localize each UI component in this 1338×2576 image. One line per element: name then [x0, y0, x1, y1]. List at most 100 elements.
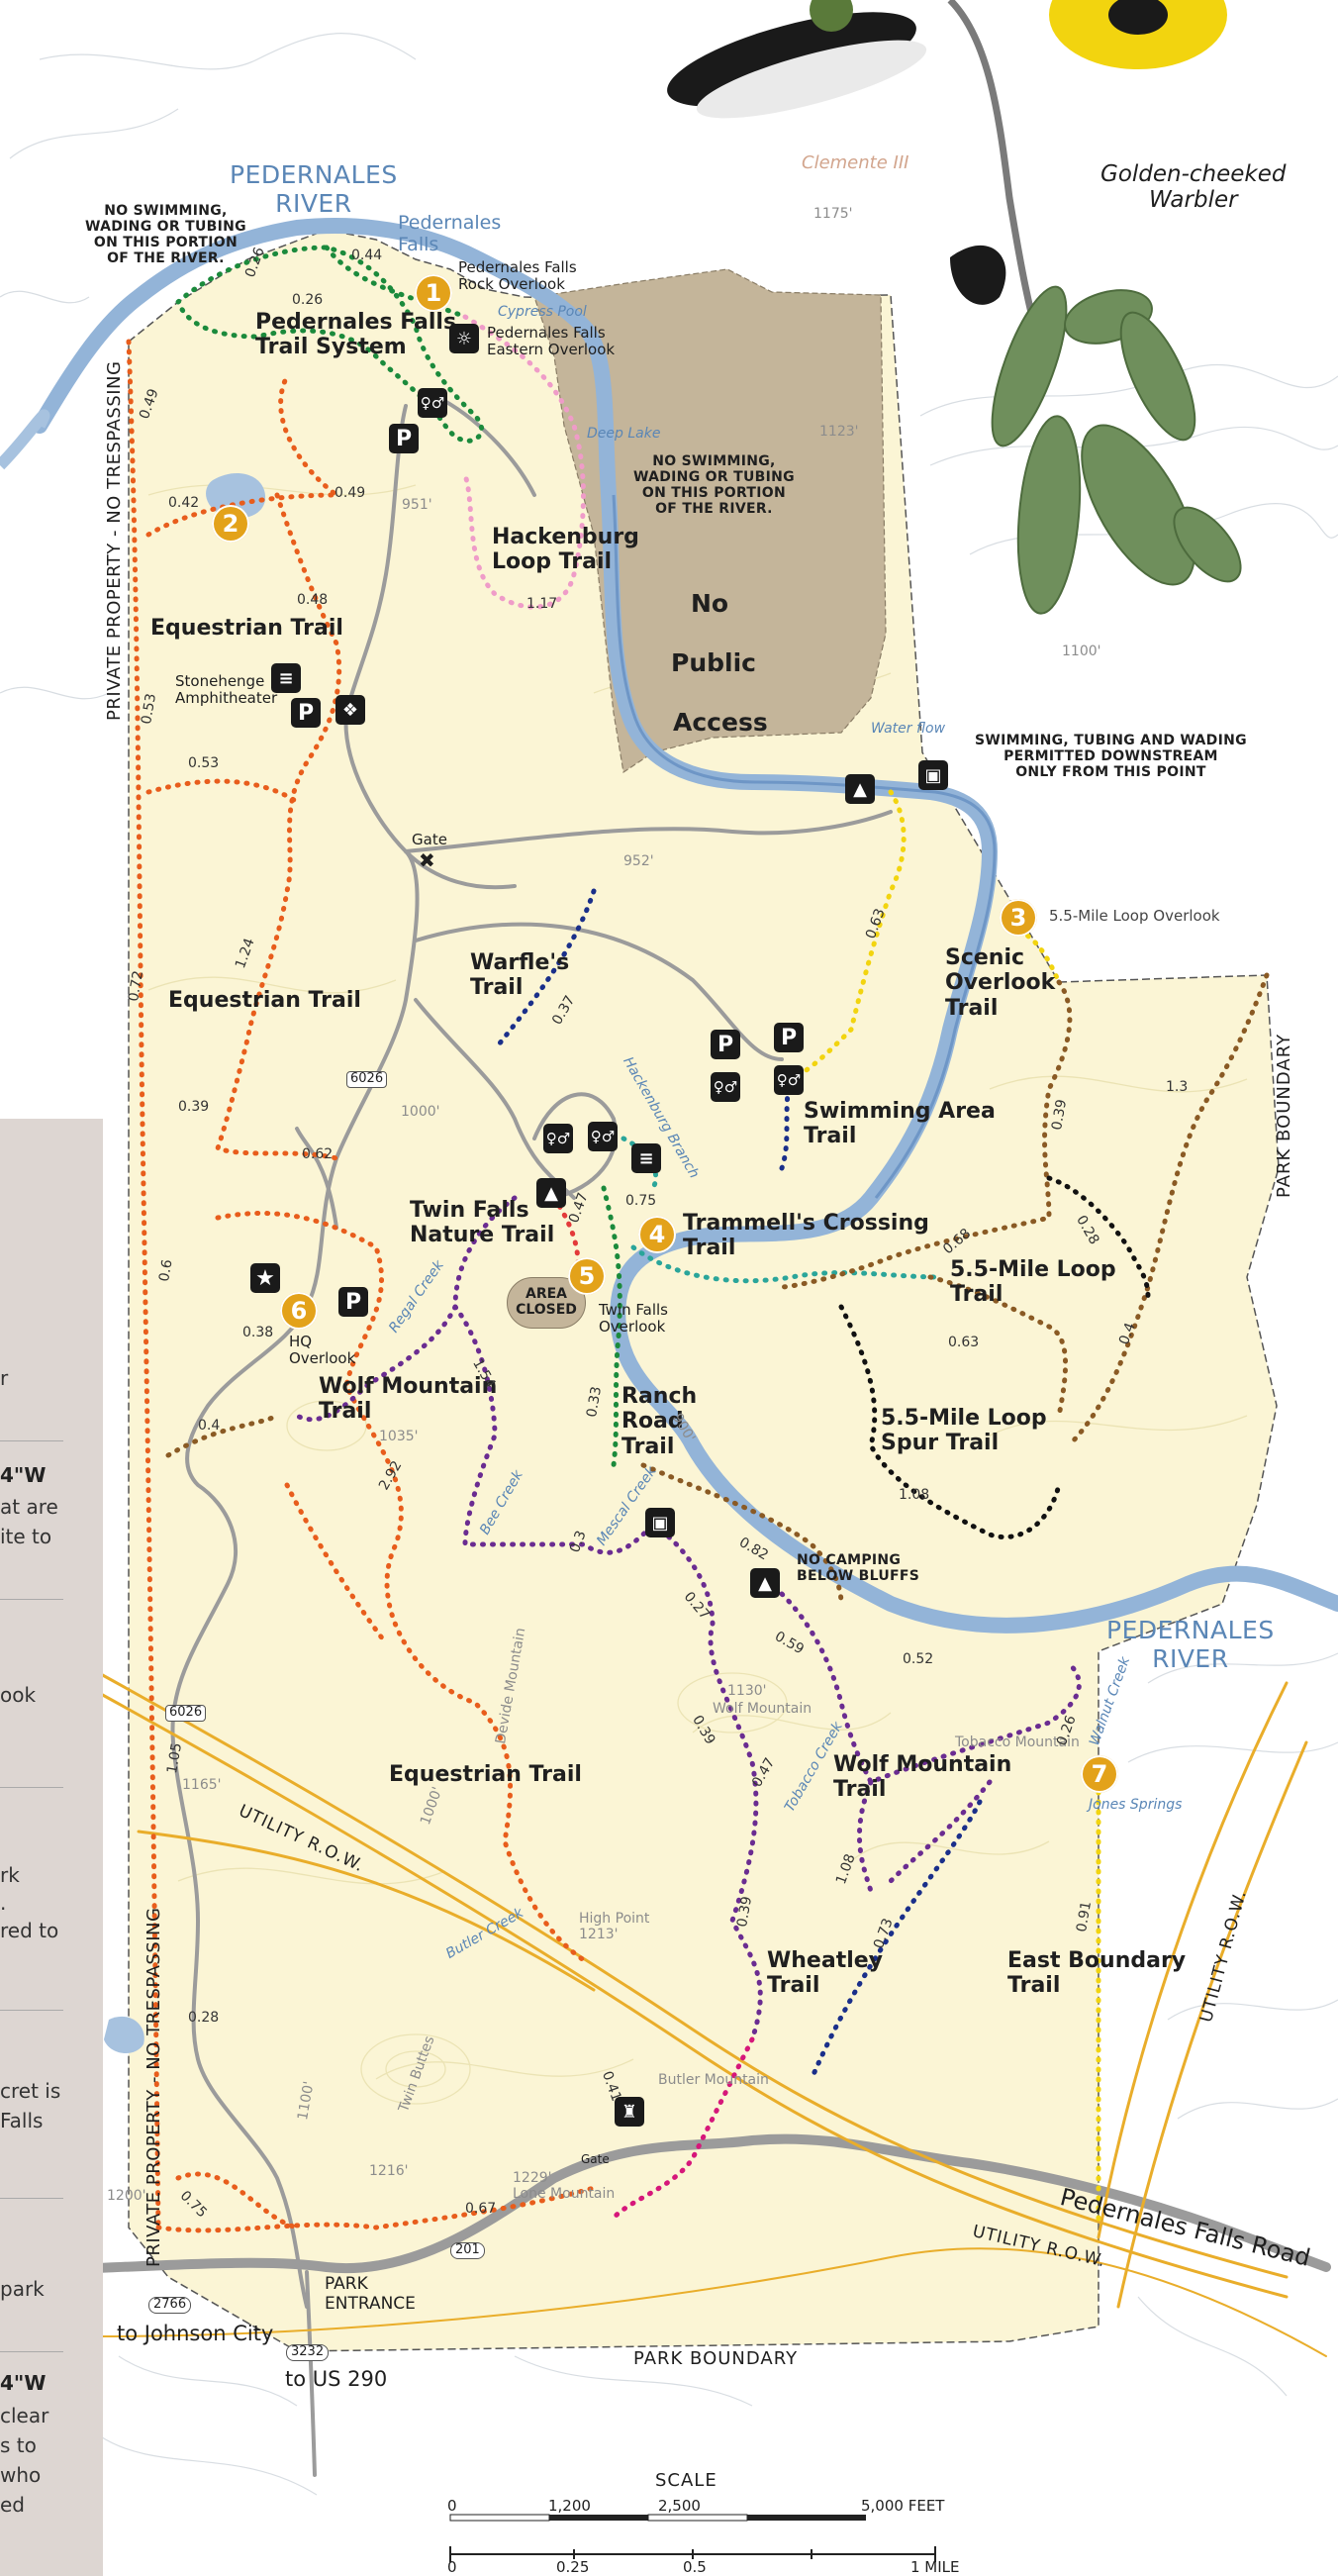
sidebar-text: red to	[0, 1919, 59, 1942]
bird-caption: Golden-cheeked Warbler	[1100, 161, 1287, 214]
restroom-icon[interactable]: ♀♂	[543, 1124, 573, 1153]
scale-mile-label: 0.5	[683, 2558, 707, 2576]
camping-icon[interactable]: ▲	[845, 774, 875, 804]
location-badge-5[interactable]: 5	[568, 1257, 606, 1295]
sidebar-coordinate: 4"W	[0, 1463, 47, 1487]
parking-icon[interactable]: P	[389, 424, 419, 453]
trail-label: Equestrian Trail	[389, 1762, 582, 1787]
scale-mile-label: 0.25	[556, 2558, 590, 2576]
location-badge-6[interactable]: 6	[280, 1292, 318, 1330]
trail-label: Hackenburg Loop Trail	[492, 525, 639, 575]
camping-icon[interactable]: ▲	[750, 1568, 780, 1598]
trail-distance: 0.75	[625, 1193, 657, 1209]
sidebar-divider	[0, 1599, 63, 1600]
elevation-label: 1035'	[379, 1429, 419, 1444]
no-swimming-warning: NO SWIMMING, WADING OR TUBING ON THIS PO…	[85, 203, 246, 267]
trail-distance: 1.08	[899, 1487, 930, 1503]
trail-distance: 0.67	[465, 2201, 497, 2217]
scale-feet-label: 5,000 FEET	[861, 2497, 945, 2515]
trail-network	[126, 245, 1270, 2233]
trail-distance: 0.62	[302, 1146, 334, 1162]
trail-distance: 0.49	[334, 485, 366, 501]
place-label: Stonehenge Amphitheater	[175, 672, 278, 708]
trail-label: Wolf Mountain Trail	[319, 1374, 498, 1425]
location-badge-3[interactable]: 3	[1000, 899, 1037, 937]
place-label: High Point 1213'	[579, 1911, 650, 1943]
location-badge-7[interactable]: 7	[1081, 1755, 1118, 1793]
location-badge-1[interactable]: 1	[415, 274, 452, 312]
parking-icon[interactable]: P	[774, 1023, 804, 1052]
picnic-icon[interactable]: ❖	[335, 695, 365, 725]
no-camping-notice: NO CAMPING BELOW BLUFFS	[797, 1552, 920, 1585]
amphitheater-icon[interactable]: ≡	[631, 1143, 661, 1173]
place-label: Pedernales Falls	[398, 212, 502, 255]
trail-label: East Boundary Trail	[1007, 1948, 1187, 1999]
sidebar-text: r	[0, 1366, 9, 1390]
no-access-label: No	[691, 589, 729, 618]
place-label: Gate	[581, 2152, 610, 2166]
place-label: to Johnson City	[117, 2322, 274, 2345]
trail-label: Wheatley Trail	[767, 1948, 884, 1999]
elevation-label: 1175'	[813, 206, 853, 222]
overlook-icon[interactable]: ☼	[449, 324, 479, 353]
boundary-label: PRIVATE PROPERTY - NO TRESPASSING	[143, 1907, 164, 2267]
terrain-contours	[0, 33, 1338, 2496]
trail-distance: 0.52	[903, 1651, 934, 1667]
scale-feet-label: 1,200	[548, 2497, 591, 2515]
sidebar-divider	[0, 2010, 63, 2011]
pedernales-river-inner	[612, 494, 997, 1199]
scale-mile-label: 0	[447, 2558, 457, 2576]
trail-distance: 1.17	[526, 596, 558, 612]
sidebar-text: .	[0, 1891, 7, 1915]
sidebar-text: s to	[0, 2433, 37, 2457]
horse-camp-icon[interactable]: ♜	[615, 2097, 644, 2127]
place-label: Water flow	[871, 721, 946, 737]
parking-icon[interactable]: P	[711, 1030, 740, 1059]
boundary-label: PRIVATE PROPERTY - NO TRESPASSING	[104, 360, 125, 721]
elevation-label: 1123'	[819, 424, 859, 440]
sidebar-text: park	[0, 2277, 45, 2301]
road-shield: 3232	[286, 2344, 330, 2361]
place-label: PARK ENTRANCE	[325, 2274, 416, 2314]
place-label: Jones Springs	[1089, 1797, 1183, 1813]
pedernales-river-upper	[32, 218, 1338, 1634]
sidebar-text: ite to	[0, 1525, 52, 1548]
scale-feet-label: 0	[447, 2497, 457, 2515]
parking-icon[interactable]: P	[291, 698, 321, 728]
trail-label: Equestrian Trail	[150, 616, 343, 641]
restroom-icon[interactable]: ♀♂	[774, 1065, 804, 1095]
elevation-label: 1000'	[401, 1104, 440, 1120]
elevation-label: 1100'	[1062, 644, 1101, 659]
river-access-icon[interactable]: ▣	[645, 1508, 675, 1537]
road-shield: 201	[450, 2242, 485, 2259]
no-access-label: Access	[673, 708, 768, 737]
scale-feet-label: 2,500	[658, 2497, 701, 2515]
restroom-icon[interactable]: ♀♂	[418, 388, 447, 418]
sidebar-divider	[0, 1787, 63, 1788]
scale-mile-label: 1 MILE	[910, 2558, 960, 2576]
location-badge-2[interactable]: 2	[212, 505, 249, 543]
elevation-label: 1216'	[369, 2163, 409, 2179]
location-badge-4[interactable]: 4	[638, 1216, 676, 1253]
restroom-icon[interactable]: ♀♂	[588, 1122, 618, 1151]
river-access-icon[interactable]: ▣	[918, 760, 948, 790]
trail-distance: 0.39	[178, 1099, 210, 1115]
place-label: to US 290	[285, 2367, 388, 2391]
place-label: Twin Falls Overlook	[599, 1301, 668, 1337]
trail-distance: 0.4	[198, 1418, 221, 1434]
elevation-label: 1165'	[182, 1777, 222, 1793]
amphitheater-icon[interactable]: ≡	[271, 663, 301, 693]
trail-distance: 0.53	[188, 755, 220, 771]
place-label: Cypress Pool	[498, 304, 587, 320]
river-label: PEDERNALES RIVER	[230, 160, 398, 218]
restroom-icon[interactable]: ♀♂	[711, 1072, 740, 1102]
parking-icon[interactable]: P	[338, 1287, 368, 1317]
no-swimming-warning: NO SWIMMING, WADING OR TUBING ON THIS PO…	[633, 453, 795, 518]
scale-title: SCALE	[655, 2470, 717, 2491]
camping-icon[interactable]: ▲	[536, 1178, 566, 1208]
sidebar-divider	[0, 2351, 63, 2352]
park-area	[128, 229, 1280, 2352]
headquarters-star-icon[interactable]: ★	[250, 1263, 280, 1293]
trail-label: 5.5-Mile Loop Spur Trail	[881, 1406, 1047, 1456]
no-access-label: Public	[671, 648, 756, 677]
